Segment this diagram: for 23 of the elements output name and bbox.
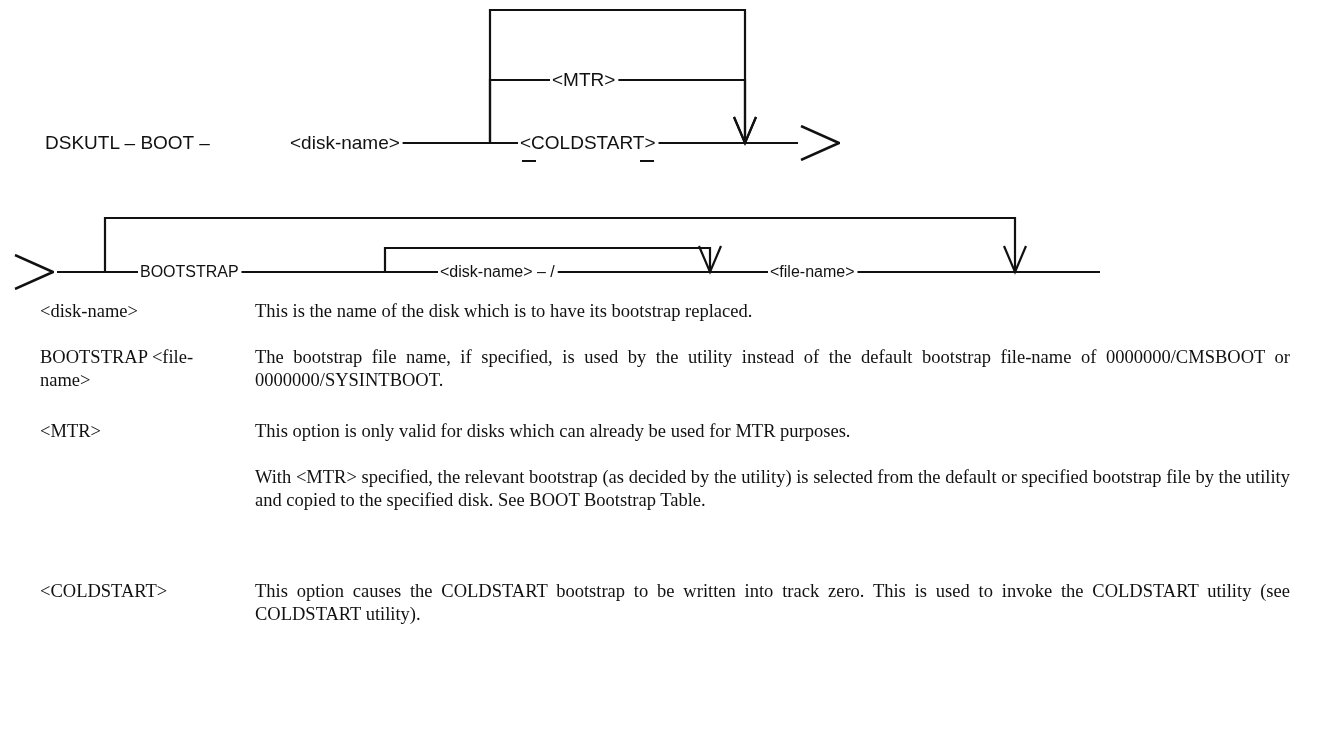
continuation-chevron <box>800 125 840 161</box>
description-text: This option causes the COLDSTART bootstrap to be written into track zero. This is used to invoke the COLDSTART utility (see COLDSTART utility). <box>255 580 1290 626</box>
term-label: <COLDSTART> <box>40 580 169 603</box>
arrow <box>241 245 722 275</box>
rail-line <box>658 141 798 145</box>
description-text: The bootstrap file name, if specified, is used by the utility instead of the default bootstrap file-name of 0000000/CMSBOOT or 0000000/SYSINTBOOT. <box>255 346 1290 392</box>
continuation-chevron <box>14 254 54 290</box>
rail-line <box>557 270 768 274</box>
syntax-term: <MTR> <box>552 69 616 91</box>
syntax-term: <disk-name> <box>290 132 400 154</box>
rail-line <box>857 270 1100 274</box>
arrow <box>618 78 757 146</box>
syntax-term: <disk-name> – / <box>440 261 555 283</box>
description-text: This option is only valid for disks which can already be used for MTR purposes. <box>255 420 852 443</box>
syntax-keyword: BOOTSTRAP <box>140 261 239 283</box>
syntax-keyword: DSKUTL – BOOT – <box>45 132 210 154</box>
term-label: <MTR> <box>40 420 102 443</box>
description-text: This is the name of the disk which is to have its bootstrap replaced. <box>255 300 754 323</box>
description-text: With <MTR> specified, the relevant bootstrap (as decided by the utility) is selected from the default or specified bootstrap file by the utility and copied to the specified disk. See BOOT Bootstrap Table. <box>255 466 1290 512</box>
syntax-term: <file-name> <box>770 261 855 283</box>
term-label: <disk-name> <box>40 300 139 323</box>
arrow <box>57 216 1027 275</box>
term-label: BOOTSTRAP <file-name> <box>40 346 195 392</box>
